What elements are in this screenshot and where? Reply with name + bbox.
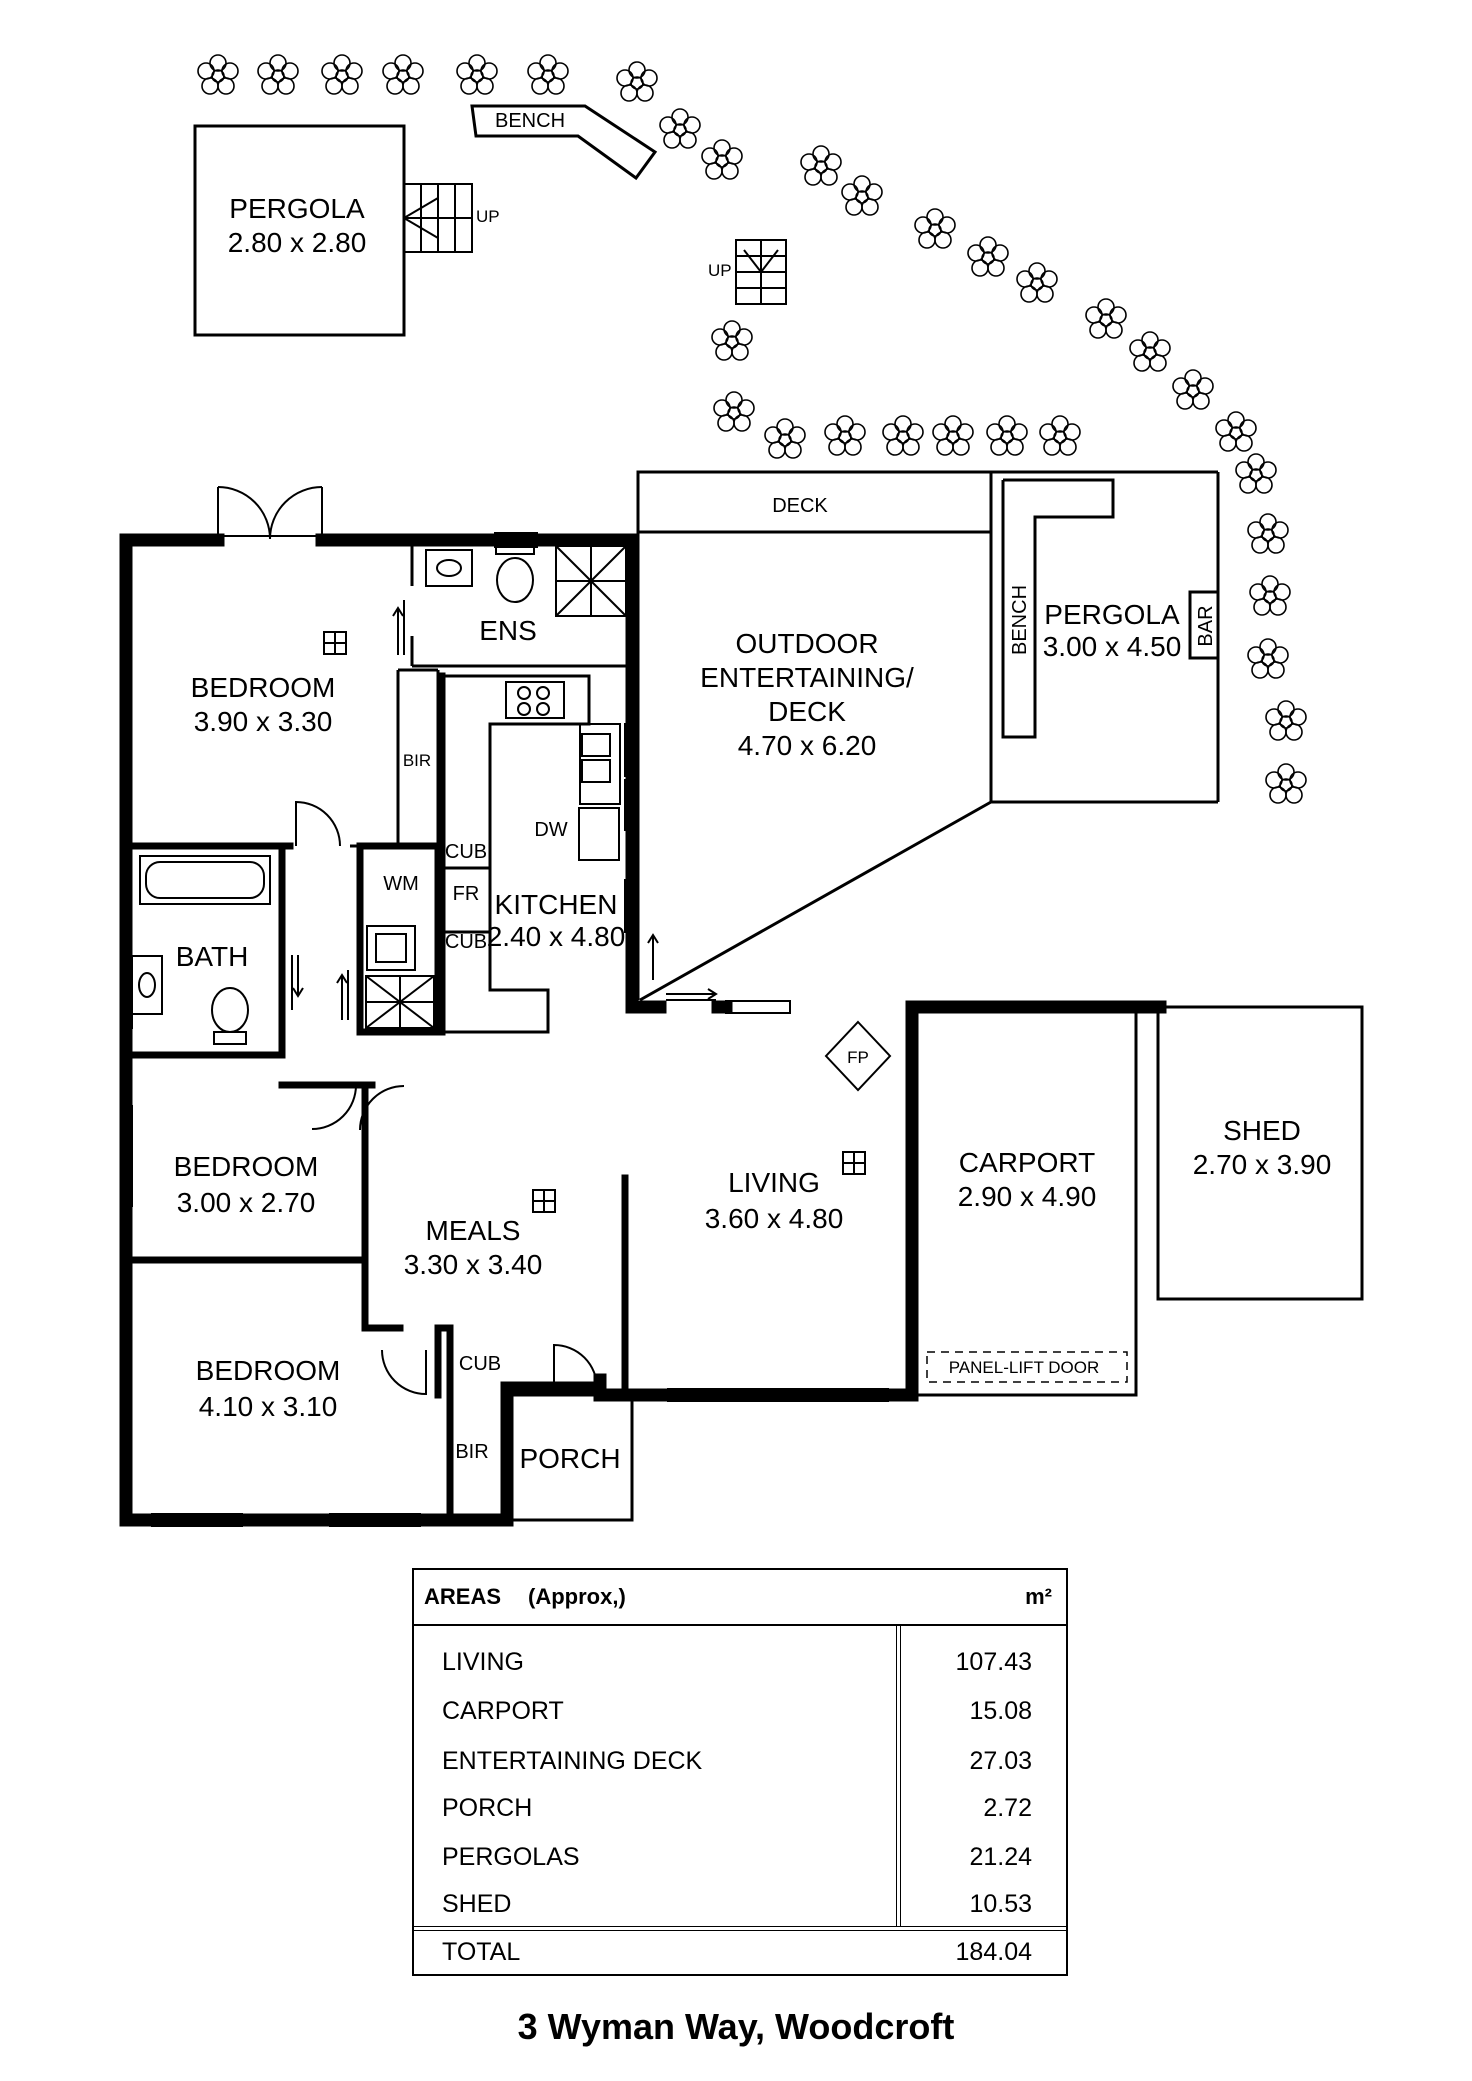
outdoor-line1: OUTDOOR (735, 628, 878, 659)
bench-top (470, 104, 658, 181)
areas-divider (896, 1626, 897, 1926)
row-name: SHED (442, 1890, 512, 1918)
pergola-right-name: PERGOLA (1044, 599, 1180, 630)
shed (1156, 1005, 1364, 1301)
row-name: CARPORT (442, 1697, 564, 1725)
up-label-2: UP (708, 261, 732, 280)
bedroom-french-doors (217, 486, 323, 540)
carport-size: 2.90 x 4.90 (958, 1181, 1097, 1212)
fp-label: FP (847, 1048, 869, 1067)
wm-label: WM (383, 873, 419, 895)
cub2-label: CUB (445, 931, 487, 953)
row-name: PORCH (442, 1794, 533, 1822)
total-name: TOTAL (442, 1938, 521, 1966)
areas-table: AREAS (Approx,) m² LIVING 107.43 CARPORT… (412, 1568, 1068, 1976)
table-row: PERGOLAS 21.24 (414, 1835, 1066, 1881)
middle-steps (735, 239, 787, 305)
total-separator-2 (414, 1930, 1066, 1931)
windows (121, 532, 889, 1527)
property-address: 3 Wyman Way, Woodcroft (517, 2006, 955, 2047)
kitchen-counters (442, 674, 621, 1034)
bir1-label: BIR (403, 751, 431, 770)
kitchen-name: KITCHEN (495, 889, 618, 920)
table-row: PORCH 2.72 (414, 1786, 1066, 1832)
total-separator (414, 1926, 1066, 1927)
panel-lift-label: PANEL-LIFT DOOR (949, 1358, 1100, 1377)
up-label-1: UP (476, 207, 500, 226)
skylight-markers (323, 631, 866, 1213)
table-row: CARPORT 15.08 (414, 1689, 1066, 1735)
porch-label: PORCH (519, 1443, 620, 1474)
pergola-right-size: 3.00 x 4.50 (1043, 631, 1182, 662)
cub3-label: CUB (459, 1353, 501, 1375)
bedroom3-name: BEDROOM (196, 1355, 341, 1386)
table-row: LIVING 107.43 (414, 1640, 1066, 1686)
fireplace (824, 1020, 892, 1092)
bir2-label: BIR (455, 1441, 488, 1463)
pergola-right (1001, 478, 1220, 739)
row-value: 15.08 (969, 1697, 1032, 1725)
row-name: LIVING (442, 1648, 524, 1676)
total-value: 184.04 (955, 1938, 1032, 1966)
row-value: 107.43 (955, 1648, 1032, 1676)
areas-title: AREAS (424, 1584, 502, 1609)
bench-side-label: BENCH (1009, 585, 1031, 655)
table-row: ENTERTAINING DECK 27.03 (414, 1739, 1066, 1785)
table-row: SHED 10.53 (414, 1882, 1066, 1928)
row-value: 27.03 (969, 1747, 1032, 1775)
areas-subtitle: (Approx,) (528, 1584, 626, 1609)
carport-name: CARPORT (959, 1147, 1095, 1178)
bedroom3-size: 4.10 x 3.10 (199, 1391, 338, 1422)
outdoor-line2: ENTERTAINING/ (700, 662, 914, 693)
bench-top-label: BENCH (495, 110, 565, 132)
areas-unit: m² (1025, 1584, 1052, 1609)
pergola-steps (403, 183, 473, 253)
bedroom1-size: 3.90 x 3.30 (194, 706, 333, 737)
pergola-left-name: PERGOLA (229, 193, 365, 224)
shed-size: 2.70 x 3.90 (1193, 1149, 1332, 1180)
fr-label: FR (453, 883, 480, 905)
interior-walls (122, 540, 632, 1524)
meals-size: 3.30 x 3.40 (404, 1249, 543, 1280)
total-row: TOTAL 184.04 (414, 1930, 1066, 1976)
ensuite-fixtures (425, 541, 627, 617)
bath-label: BATH (176, 941, 249, 972)
living-name: LIVING (728, 1167, 820, 1198)
porch (507, 1393, 634, 1522)
bedroom2-size: 3.00 x 2.70 (177, 1187, 316, 1218)
deck-label: DECK (772, 495, 828, 517)
carport (918, 1005, 1138, 1397)
door-swings (291, 600, 716, 1396)
outdoor-size: 4.70 x 6.20 (738, 730, 877, 761)
row-name: ENTERTAINING DECK (442, 1747, 703, 1775)
areas-divider-2 (900, 1626, 901, 1926)
row-value: 2.72 (983, 1794, 1032, 1822)
dw-label: DW (534, 819, 567, 841)
bedroom2-name: BEDROOM (174, 1151, 319, 1182)
bedroom1-name: BEDROOM (191, 672, 336, 703)
exterior-walls (119, 533, 1167, 1527)
shed-name: SHED (1223, 1115, 1301, 1146)
sliding-door-arrows (292, 606, 718, 1020)
living-size: 3.60 x 4.80 (705, 1203, 844, 1234)
cub1-label: CUB (445, 841, 487, 863)
meals-name: MEALS (426, 1215, 521, 1246)
laundry-fixtures (365, 925, 435, 1029)
kitchen-size: 2.40 x 4.80 (487, 921, 626, 952)
floor-plan: PERGOLA 2.80 x 2.80 UP BENCH UP DECK OUT… (119, 54, 1364, 1527)
row-value: 21.24 (969, 1843, 1032, 1871)
ens-label: ENS (479, 615, 537, 646)
areas-header: AREAS (Approx,) m² (414, 1570, 1066, 1626)
bath-fixtures (131, 855, 271, 1045)
outdoor-deck (636, 470, 1220, 1002)
row-value: 10.53 (969, 1890, 1032, 1918)
outdoor-line3: DECK (768, 696, 846, 727)
row-name: PERGOLAS (442, 1843, 580, 1871)
pergola-left-size: 2.80 x 2.80 (228, 227, 367, 258)
bar-label: BAR (1195, 605, 1217, 646)
